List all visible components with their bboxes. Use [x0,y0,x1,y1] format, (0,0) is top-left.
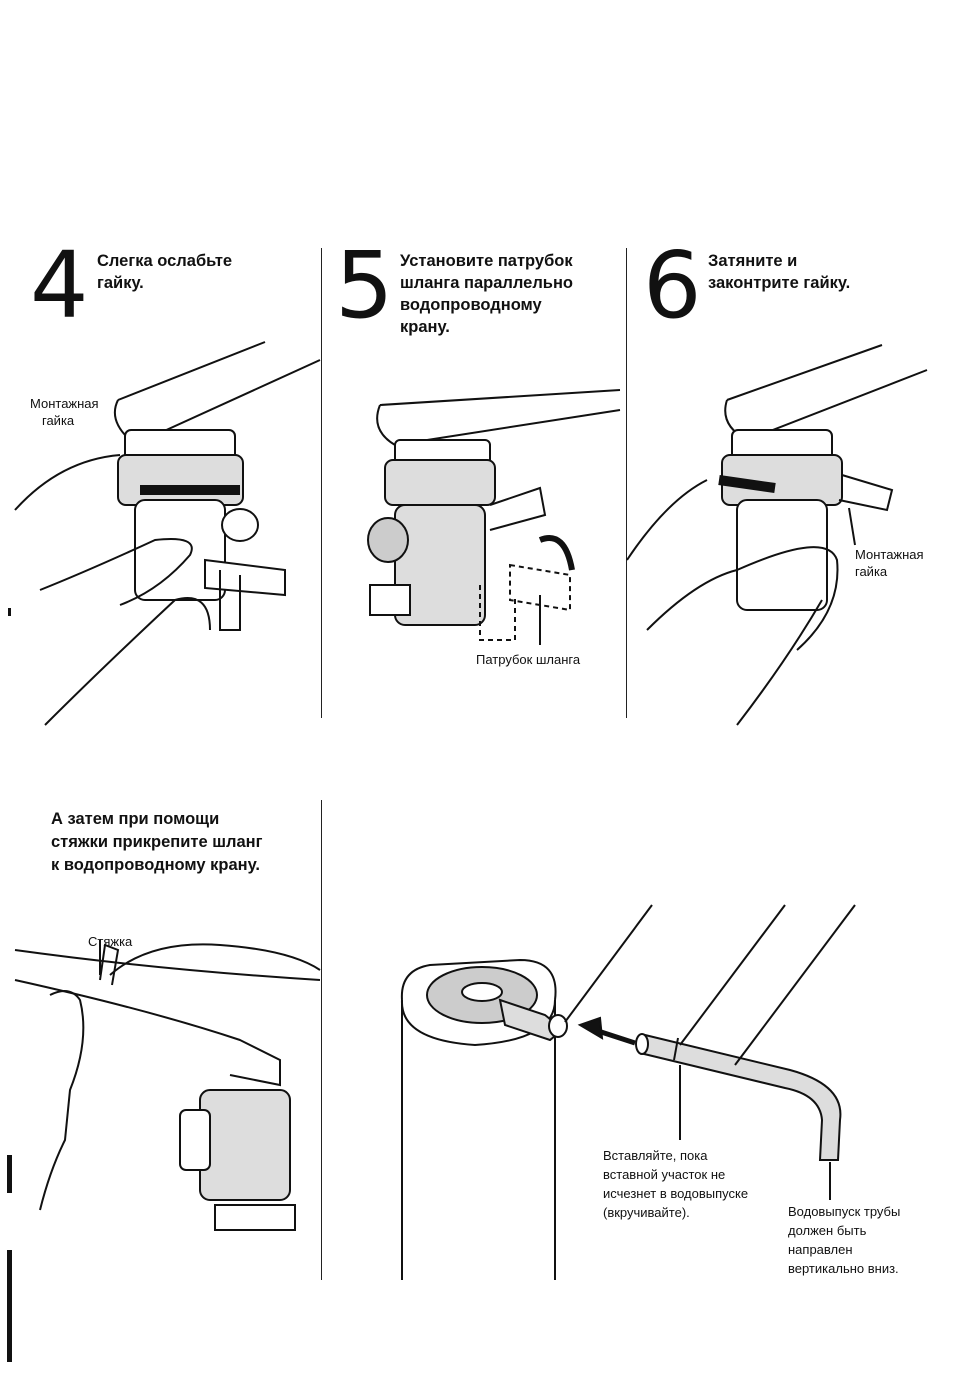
step-4-number: 4 [30,240,89,332]
step-5-illustration [340,370,630,660]
divider-1 [321,248,322,718]
step-6-illustration [627,330,947,730]
step-8-spout-callout: Водовыпуск трубы должен быть направлен в… [788,1202,900,1278]
step-7-illustration [0,940,320,1240]
step-4-illustration [0,330,320,730]
divider-3 [321,800,322,1280]
step-5-number: 5 [335,240,394,332]
step-5-title: Установите патрубок шланга параллельно в… [400,250,573,338]
step-7-title: А затем при помощи стяжки прикрепите шла… [51,808,262,877]
step-4-title: Слегка ослабьте гайку. [97,250,232,294]
margin-mark [7,1250,12,1362]
step-6-number: 6 [643,240,702,332]
step-8-insert-callout: Вставляйте, пока вставной участок не исч… [603,1146,748,1222]
step-6-title: Затяните и законтрите гайку. [708,250,850,294]
